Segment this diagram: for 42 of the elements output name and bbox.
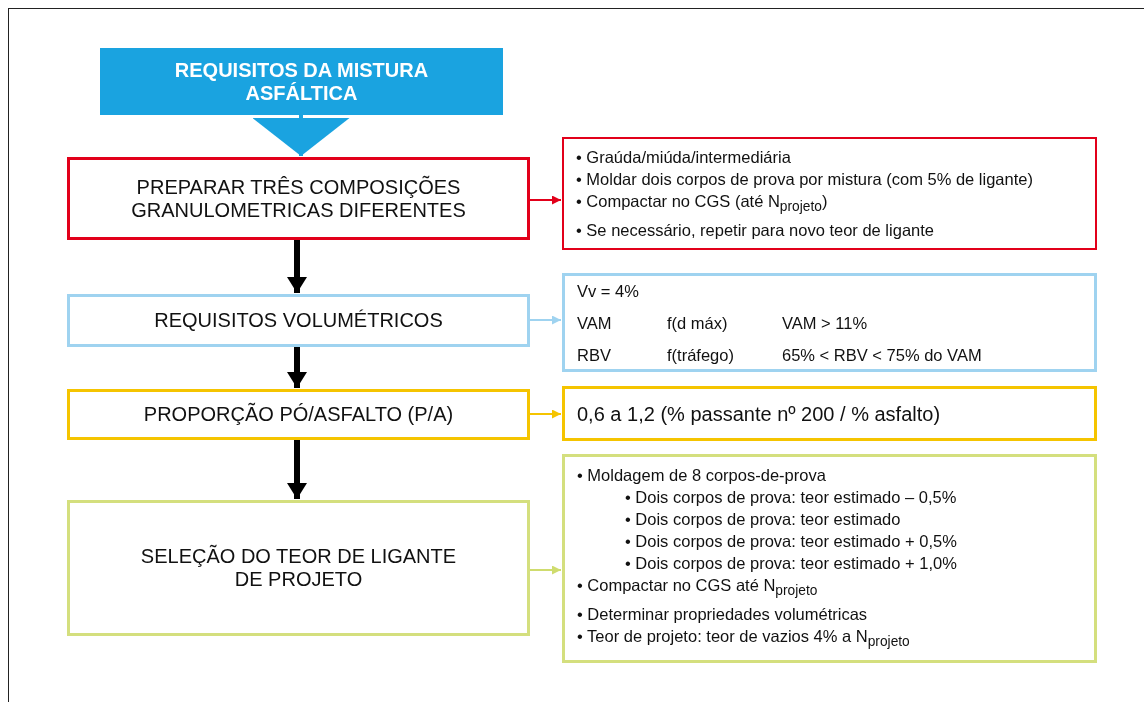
arrow-banner <box>100 48 503 115</box>
node-label: SELEÇÃO DO TEOR DE LIGANTE DE PROJETO <box>139 545 458 591</box>
table-cell-text: f(d máx) <box>667 312 729 334</box>
arrow <box>252 115 350 156</box>
table-cell-text: Vv = 4% <box>577 280 640 302</box>
note-box <box>562 273 1097 372</box>
arrow <box>529 565 562 575</box>
process-box <box>67 500 530 636</box>
process-box <box>67 294 530 347</box>
node-label: REQUISITOS VOLUMÉTRICOS <box>154 309 443 332</box>
note-box <box>562 386 1097 441</box>
list-item: • Determinar propriedades volumétricas <box>577 603 869 625</box>
list-item: • Moldagem de 8 corpos-de-prova <box>577 465 827 487</box>
arrow <box>529 315 562 325</box>
arrow <box>287 440 307 499</box>
note-box <box>562 137 1097 250</box>
table-cell-text: RBV <box>577 344 612 366</box>
table-cell-text: 65% < RBV < 75% do VAM <box>782 344 983 366</box>
table-cell-text: f(tráfego) <box>667 344 735 366</box>
list-item: • Dois corpos de prova: teor estimado <box>625 509 902 531</box>
arrow <box>529 409 562 419</box>
list-item: • Dois corpos de prova: teor estimado – 0,5% <box>625 487 958 509</box>
arrow <box>287 347 307 388</box>
list-item: • Compactar no CGS até N$_{projeto}$ <box>577 575 819 601</box>
arrow <box>529 195 562 205</box>
table-cell-text: VAM <box>577 312 613 334</box>
note-box <box>562 454 1097 663</box>
list-item: • Teor de projeto: teor de vazios 4% a N$_{projeto}$ <box>577 625 911 651</box>
list-item: • Graúda/miúda/intermediária <box>576 147 792 169</box>
node-label: PROPORÇÃO PÓ/ASFALTO (P/A) <box>143 403 454 426</box>
list-item: • Moldar dois corpos de prova por mistura (com 5% de ligante) <box>576 169 1034 191</box>
process-box <box>67 157 530 240</box>
list-item: • Se necessário, repetir para novo teor de ligante <box>576 219 935 241</box>
arrow <box>287 240 307 293</box>
table-cell-text: VAM > 11% <box>782 312 869 334</box>
process-box <box>67 389 530 440</box>
note-text: 0,6 a 1,2 (% passante nº 200 / % asfalto) <box>577 402 942 425</box>
node-label: REQUISITOS DA MISTURA ASFÁLTICA <box>173 58 430 105</box>
node-label: PREPARAR TRÊS COMPOSIÇÕES GRANULOMETRICAS DIFERENTES <box>130 175 467 222</box>
list-item: • Dois corpos de prova: teor estimado + 0,5% <box>625 531 958 553</box>
list-item: • Compactar no CGS (até N$_{projeto}$) <box>576 191 829 217</box>
list-item: • Dois corpos de prova: teor estimado + 1,0% <box>625 553 958 575</box>
